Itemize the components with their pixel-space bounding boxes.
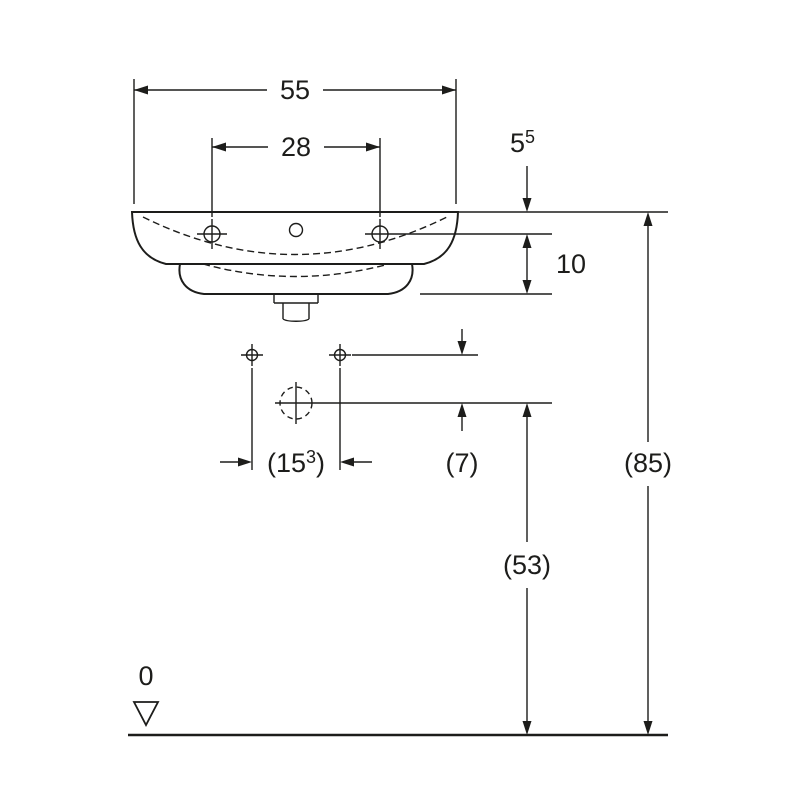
dim-fixing-extension-lines xyxy=(251,368,341,470)
dim-fixing-spacing-label: (153) xyxy=(267,447,325,478)
dim-fixing-to-drain-7: (7) xyxy=(446,329,479,478)
drain-trap-stub xyxy=(273,294,319,322)
dim-drain-height-label: (53) xyxy=(503,550,551,580)
dim-tap-extension-lines xyxy=(211,138,381,217)
dim-overall-height-85: (85) xyxy=(624,212,672,735)
dim-drain-height-53: (53) xyxy=(503,403,551,735)
datum-zero-label: 0 xyxy=(138,661,153,691)
basin-bowl-bottom-dashed xyxy=(202,263,390,278)
dim-tap-spacing-label: 28 xyxy=(281,132,311,162)
dim-rim-to-tap-label: 55 xyxy=(510,127,535,158)
dim-rim-to-tap-55mm: 55 xyxy=(510,127,535,212)
basin-outer-rim xyxy=(130,211,460,265)
drain-outlet-dashed-circle xyxy=(275,382,317,424)
dim-depth-label: 10 xyxy=(556,249,586,279)
fixing-hole-right xyxy=(329,344,351,366)
datum-triangle-icon xyxy=(132,701,160,727)
basin-inner-bowl-dashed xyxy=(142,216,448,256)
washbasin-front-view xyxy=(130,211,460,322)
fixing-hole-left xyxy=(241,344,263,366)
tap-hole-right xyxy=(365,219,395,249)
dim-overall-height-label: (85) xyxy=(624,448,672,478)
dim-fixing-spacing-153: (153) xyxy=(220,368,372,478)
dim-width-label: 55 xyxy=(280,75,310,105)
dim-width-extension-lines xyxy=(133,79,457,204)
basin-lower-body xyxy=(178,263,414,295)
tap-hole-left xyxy=(197,219,227,249)
dim-fixing-to-drain-label: (7) xyxy=(446,448,479,478)
dim-width-55: 55 xyxy=(133,75,457,204)
overflow-hole xyxy=(288,222,304,238)
dim-tap-spacing-28: 28 xyxy=(211,132,381,217)
dim-rim-to-bottom-10: 10 xyxy=(522,234,586,294)
datum-zero: 0 xyxy=(132,661,160,727)
